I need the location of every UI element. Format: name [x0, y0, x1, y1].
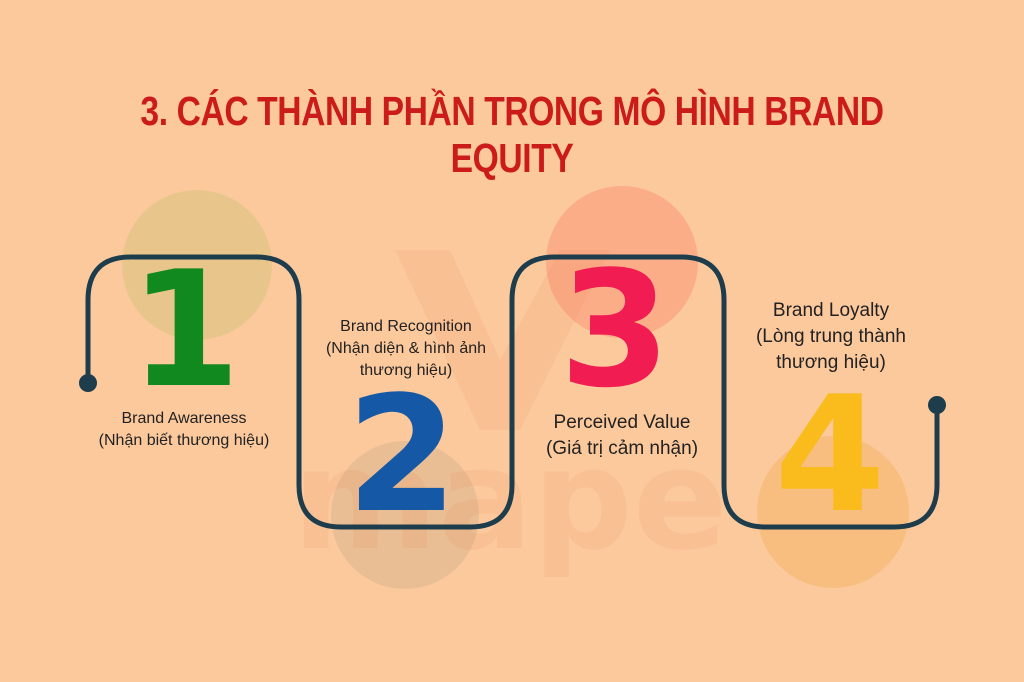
- path-end-dot: [928, 396, 946, 414]
- step1-label: Brand Awareness (Nhận biết thương hiệu): [84, 408, 284, 452]
- step4-number: 4: [774, 361, 885, 548]
- step3-backdrop-circle: [546, 186, 698, 338]
- path-start-dot: [79, 374, 97, 392]
- step2-description: (Nhận diện & hình ảnh: [325, 340, 487, 357]
- connector-path: [85, 254, 940, 530]
- step3-description: (Giá trị cảm nhận): [545, 438, 699, 459]
- step1-number: 1: [129, 236, 240, 423]
- step2-name: Brand Recognition: [340, 318, 472, 335]
- step2-backdrop-circle: [331, 441, 479, 589]
- page-title: 3. CÁC THÀNH PHẦN TRONG MÔ HÌNH BRAND EQ…: [140, 88, 884, 181]
- step4-name: Brand Loyalty: [772, 300, 890, 321]
- step4-description: (Lòng trung thành: [755, 326, 906, 347]
- step2-label: Brand Recognition (Nhận diện & hình ảnh …: [306, 316, 506, 382]
- step1-description: (Nhận biết thương hiệu): [98, 432, 270, 449]
- step1-backdrop-circle: [122, 190, 272, 340]
- step2-description-line2: thương hiệu): [359, 362, 453, 379]
- step3-label: Perceived Value (Giá trị cảm nhận): [517, 410, 727, 462]
- step1-name: Brand Awareness: [121, 410, 247, 427]
- step2-number: 2: [346, 361, 457, 548]
- step4-description-line2: thương hiệu): [776, 352, 886, 373]
- step3-number: 3: [559, 236, 670, 423]
- step3-name: Perceived Value: [553, 412, 691, 433]
- step4-backdrop-circle: [757, 436, 909, 588]
- step4-label: Brand Loyalty (Lòng trung thành thương h…: [726, 298, 936, 376]
